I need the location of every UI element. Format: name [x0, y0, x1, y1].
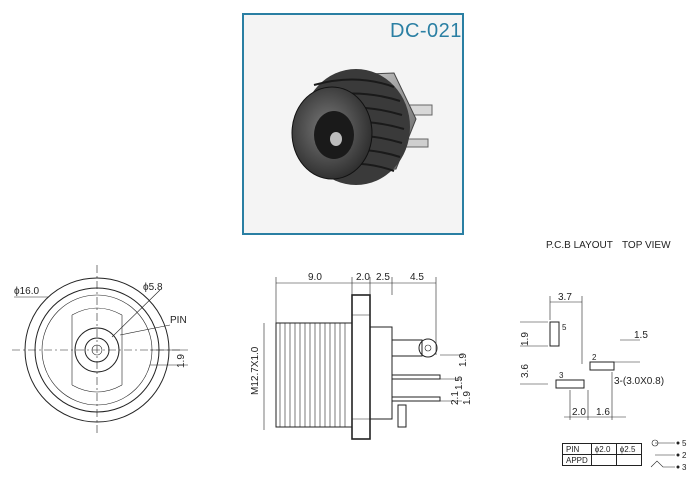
front-view-drawing: ϕ16.0 ϕ5.8 PIN 1.9 — [12, 265, 188, 435]
model-title: DC-021 — [390, 20, 462, 42]
pcb-pad — [589, 361, 615, 371]
pcb-slot-spec: 3-(3.0X0.8) — [614, 376, 664, 387]
pcb-dim-4: 1.5 — [634, 330, 648, 341]
pcb-layout-drawing: 3.7 5 1.9 3.6 2 1.5 3 3-(3.0X0.8) 2.0 1.… — [520, 292, 664, 420]
table-row: PIN ϕ2.0 ϕ2.5 — [562, 443, 642, 455]
pcb-pad-label: 3 — [559, 371, 564, 380]
pin-table: PIN ϕ2.0 ϕ2.5 APPD — [562, 443, 642, 466]
side-dim-3: 2.5 — [376, 272, 390, 283]
product-photo — [291, 69, 433, 185]
thread-spec: M12.7X1.0 — [250, 346, 261, 395]
schematic-pin: 2 — [682, 451, 687, 460]
solder-tab — [405, 138, 429, 148]
side-right-dim-4: 1.9 — [462, 391, 473, 405]
schematic-symbol: 5 2 3 — [650, 439, 687, 472]
pcb-dim-3: 3.6 — [520, 364, 531, 378]
pcb-dim-6: 1.6 — [596, 407, 610, 418]
side-right-dim-2: 1.5 — [454, 376, 465, 390]
table-cell: APPD — [562, 454, 592, 466]
product-photo-frame — [242, 13, 464, 235]
table-cell — [590, 454, 617, 466]
table-cell: PIN — [562, 443, 592, 455]
side-dim-2: 2.0 — [356, 272, 370, 283]
pin-label: PIN — [170, 315, 187, 326]
table-cell — [615, 454, 642, 466]
schematic-pin: 5 — [682, 439, 687, 448]
top-view-header: TOP VIEW — [622, 240, 671, 251]
schematic-pin: 3 — [682, 463, 687, 472]
front-outer-diameter: ϕ16.0 — [14, 286, 40, 297]
pcb-layout-header: P.C.B LAYOUT — [546, 240, 613, 251]
side-view-drawing: 9.0 2.0 2.5 4.5 M12.7X1.0 1.9 1.5 2.1 1.… — [250, 272, 473, 440]
pcb-dim-5: 2.0 — [572, 407, 586, 418]
side-dim-1: 9.0 — [308, 272, 322, 283]
pcb-dim-2: 1.9 — [520, 332, 531, 346]
pcb-dim-1: 3.7 — [558, 292, 572, 303]
table-cell: ϕ2.5 — [615, 443, 642, 455]
table-cell: ϕ2.0 — [590, 443, 617, 455]
table-row: APPD — [562, 454, 642, 466]
side-right-dim-1: 1.9 — [458, 353, 469, 367]
side-right-dim-3: 2.1 — [450, 391, 461, 405]
front-inner-diameter: ϕ5.8 — [143, 282, 163, 293]
pcb-pad — [549, 321, 560, 347]
side-dim-4: 4.5 — [410, 272, 424, 283]
center-pin — [330, 132, 342, 146]
pcb-pad-label: 2 — [592, 353, 597, 362]
pcb-pad — [555, 379, 585, 389]
front-offset-dim: 1.9 — [176, 354, 187, 368]
pcb-pad-label: 5 — [562, 323, 567, 332]
